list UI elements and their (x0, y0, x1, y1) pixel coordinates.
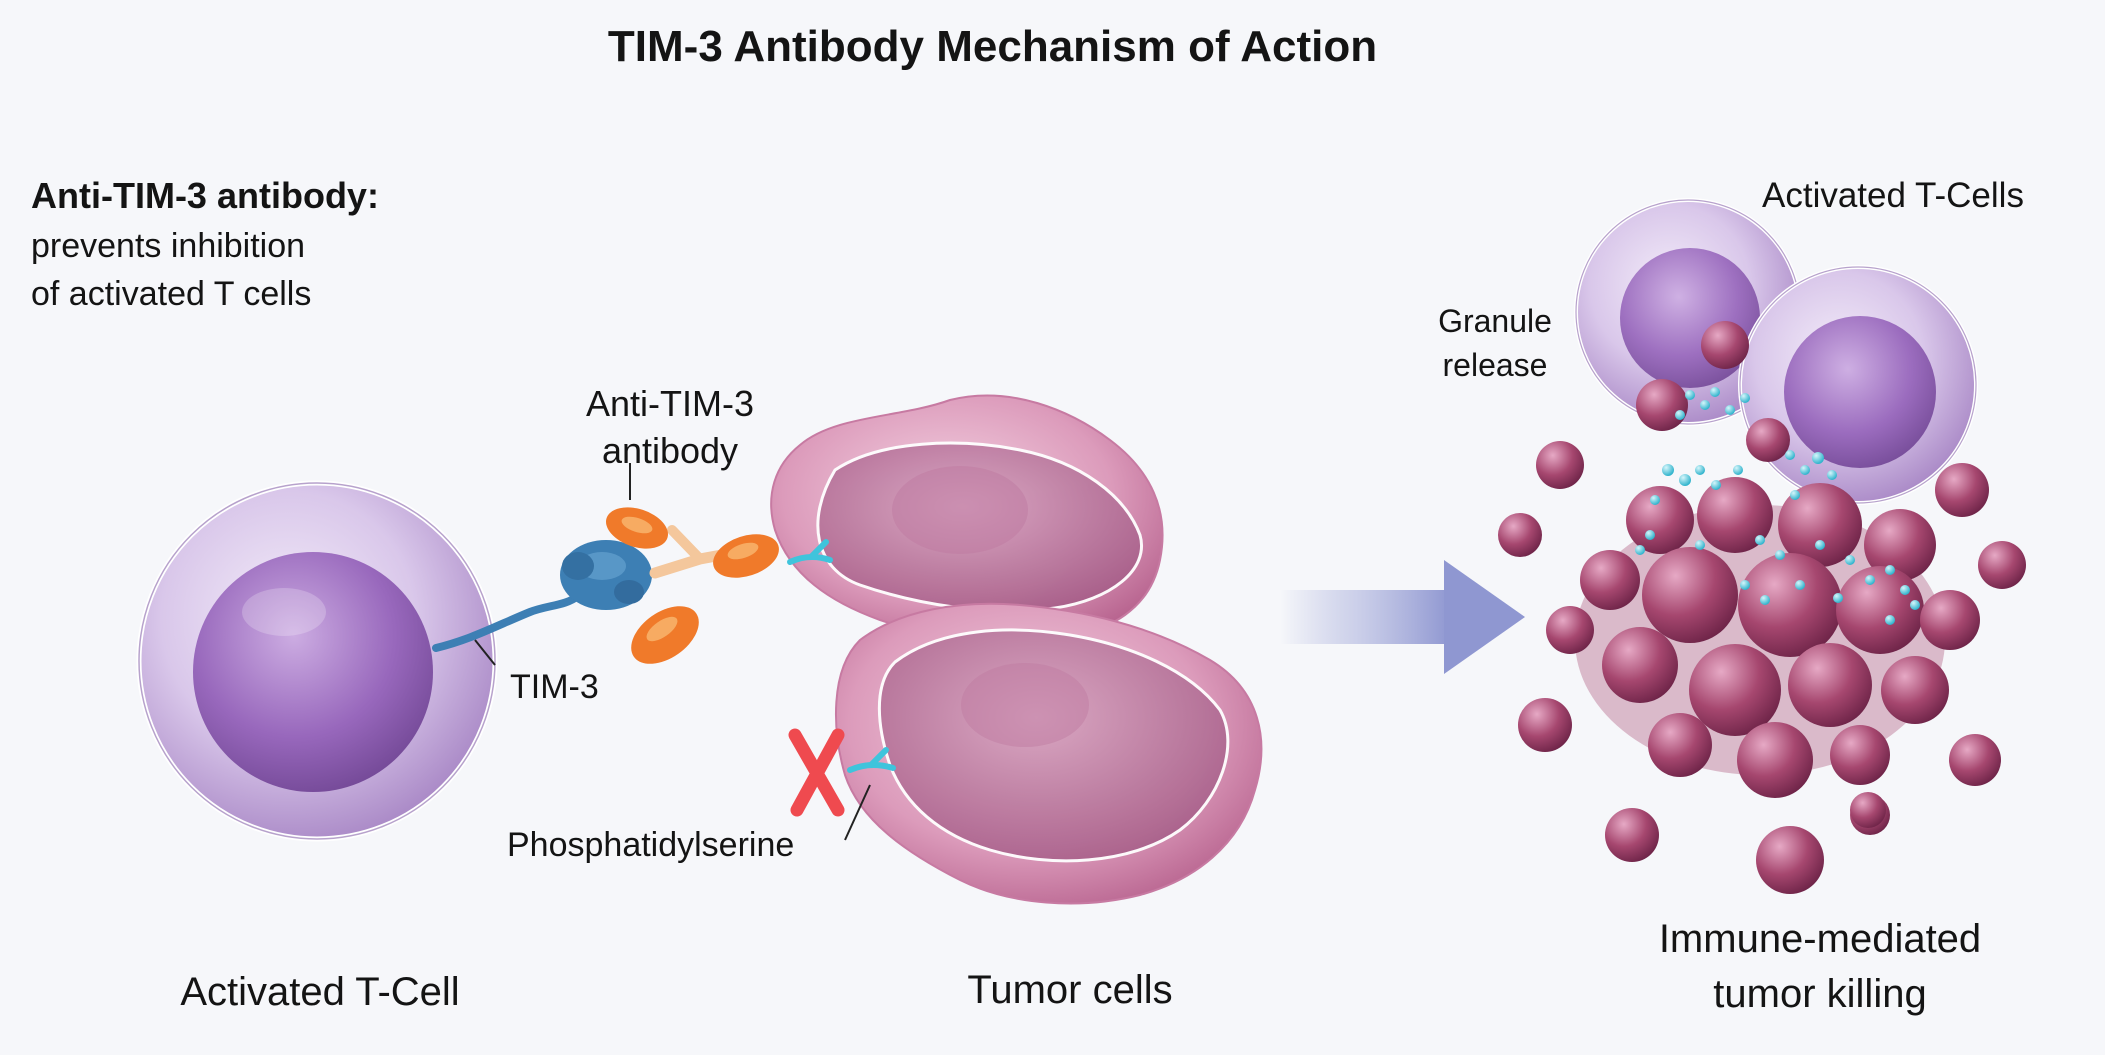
killing-label: tumor killing (1713, 972, 1927, 1016)
page-title: TIM-3 Antibody Mechanism of Action (607, 22, 1378, 71)
antibody-label: antibody (601, 430, 739, 471)
granules (1635, 387, 1920, 625)
tumor-cell-lower (835, 602, 1263, 905)
tumor-cell-upper (770, 394, 1164, 646)
annotation-line: of activated T cells (31, 275, 312, 313)
blocked-x-icon (788, 728, 845, 817)
granule-release-label: Granule (1438, 303, 1552, 339)
phosphatidylserine-upper (787, 539, 833, 565)
phosphatidylserine-lower (844, 747, 896, 841)
annotation-line: prevents inhibition (31, 227, 306, 265)
tim3-label: TIM-3 (510, 668, 599, 706)
arrow-right-icon (1280, 560, 1525, 674)
t-cell-label: Activated T-Cell (180, 970, 460, 1014)
granule-release-label: release (1442, 347, 1548, 383)
killing-label: Immune-mediated (1658, 917, 1982, 961)
anti-tim3-antibody (606, 463, 779, 664)
tim3-leader-line (474, 639, 496, 666)
tumor-fragments (1498, 321, 2026, 894)
tim3-receptor (432, 540, 652, 652)
activated-t-cells-label: Activated T-Cells (1762, 176, 2024, 215)
activated-t-cell-2 (1738, 265, 1978, 505)
phosphatidylserine-label: Phosphatidylserine (507, 826, 795, 864)
annotation-heading: Anti-TIM-3 antibody: (31, 175, 379, 216)
t-cell (136, 480, 498, 842)
antibody-label: Anti-TIM-3 (585, 383, 754, 424)
tumor-cells-label: Tumor cells (967, 968, 1173, 1012)
